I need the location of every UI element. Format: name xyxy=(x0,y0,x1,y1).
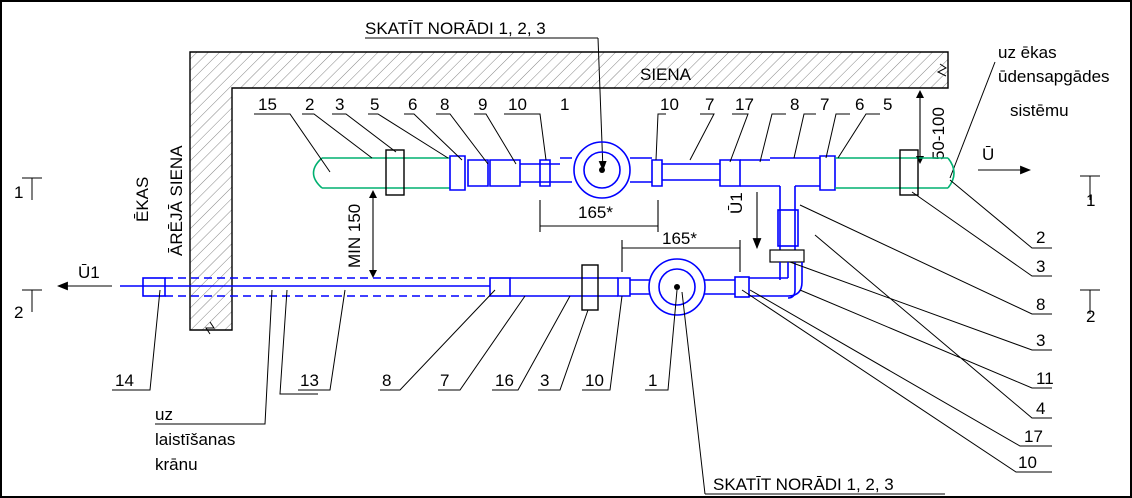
callout-top-6: 9 xyxy=(478,95,487,114)
callout-top-10: 7 xyxy=(705,95,714,114)
top-callouts: 15 2 3 5 6 8 9 10 1 10 7 17 8 7 6 5 xyxy=(254,95,892,173)
callout-right-1: 3 xyxy=(1036,257,1045,276)
uz-ekas-line3: sistēmu xyxy=(1010,101,1069,120)
ekas-label: ĒKAS xyxy=(133,177,152,222)
uz-laist-line3: krānu xyxy=(155,455,198,474)
callout-top-12: 8 xyxy=(790,95,799,114)
uz-laist-line2: laistīšanas xyxy=(155,430,235,449)
callout-top-13: 7 xyxy=(820,95,829,114)
callout-right-2: 8 xyxy=(1036,295,1045,314)
callout-bottom-1: 13 xyxy=(300,371,319,390)
callout-bottom-3: 7 xyxy=(440,371,449,390)
note-top: SKATĪT NORĀDI 1, 2, 3 xyxy=(365,19,607,171)
callout-bottom-7: 1 xyxy=(648,371,657,390)
dim-50-100: 50-100 xyxy=(929,107,948,160)
callout-right-0: 2 xyxy=(1036,228,1045,247)
lower-pipe-assembly xyxy=(120,258,803,316)
siena-label: SIENA xyxy=(640,65,692,84)
callout-right-5: 4 xyxy=(1036,399,1045,418)
uz-ekas-line1: uz ēkas xyxy=(998,43,1057,62)
callout-right-4: 11 xyxy=(1036,369,1054,388)
flow-u1-down: Ū1 xyxy=(727,192,746,214)
bottom-callouts: 14 13 8 7 16 3 10 1 xyxy=(112,289,678,395)
min150-label: MIN 150 xyxy=(345,204,364,268)
upper-pipe-assembly xyxy=(312,141,955,299)
callout-top-1: 2 xyxy=(305,95,314,114)
uz-laist-line1: uz xyxy=(155,405,173,424)
note-top-text: SKATĪT NORĀDI 1, 2, 3 xyxy=(365,19,546,38)
callout-bottom-4: 16 xyxy=(495,371,514,390)
callout-right-6: 17 xyxy=(1024,427,1043,446)
sec-2-right: 2 xyxy=(1086,307,1095,326)
callout-top-8: 1 xyxy=(560,95,569,114)
callout-top-3: 5 xyxy=(370,95,379,114)
sec-2-left: 2 xyxy=(14,303,23,322)
callout-bottom-6: 10 xyxy=(585,371,604,390)
callout-top-2: 3 xyxy=(335,95,344,114)
callout-right-3: 3 xyxy=(1036,331,1045,350)
callout-top-11: 17 xyxy=(735,95,754,114)
sec-1-left: 1 xyxy=(14,183,23,202)
callout-right-7: 10 xyxy=(1018,453,1037,472)
callout-top-7: 10 xyxy=(508,95,527,114)
dim-165-top: 165* xyxy=(578,203,613,222)
right-callouts: 2 3 8 3 11 4 17 10 xyxy=(741,179,1054,473)
uz-ekas-line2: ūdensapgādes xyxy=(998,67,1110,86)
callout-top-4: 6 xyxy=(408,95,417,114)
callout-bottom-5: 3 xyxy=(540,371,549,390)
note-bottom: SKATĪT NORĀDI 1, 2, 3 xyxy=(681,291,945,495)
callout-bottom-2: 8 xyxy=(382,371,391,390)
callout-top-0: 15 xyxy=(258,95,277,114)
flow-u-right: Ū xyxy=(982,145,994,164)
note-bottom-text: SKATĪT NORĀDI 1, 2, 3 xyxy=(713,475,894,494)
callout-top-14: 6 xyxy=(855,95,864,114)
dim-165-bottom: 165* xyxy=(662,229,697,248)
callout-top-15: 5 xyxy=(883,95,892,114)
section-markers: 1 2 1 2 xyxy=(14,175,1100,326)
areja-siena-label: ĀRĒJĀ SIENA xyxy=(167,145,186,256)
wall xyxy=(189,51,949,335)
flow-u1-left: Ū1 xyxy=(78,263,100,282)
callout-bottom-0: 14 xyxy=(115,371,134,390)
callout-top-5: 8 xyxy=(440,95,449,114)
sec-1-right: 1 xyxy=(1086,191,1095,210)
callout-top-9: 10 xyxy=(660,95,679,114)
